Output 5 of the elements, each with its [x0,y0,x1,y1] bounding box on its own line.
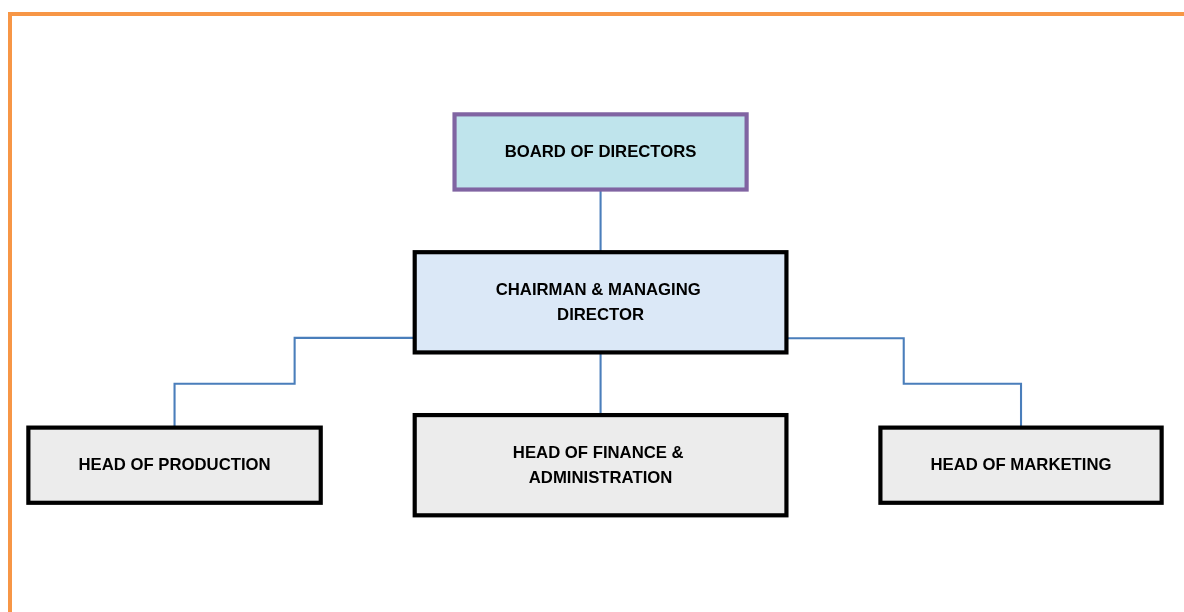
node-box: BOARD OF DIRECTORS [452,112,749,192]
node-box: HEAD OF PRODUCTION [26,425,323,506]
node-box: HEAD OF FINANCE & ADMINISTRATION [412,413,789,518]
node-box: CHAIRMAN & MANAGING DIRECTOR [412,250,789,355]
node-box: HEAD OF MARKETING [878,425,1164,506]
